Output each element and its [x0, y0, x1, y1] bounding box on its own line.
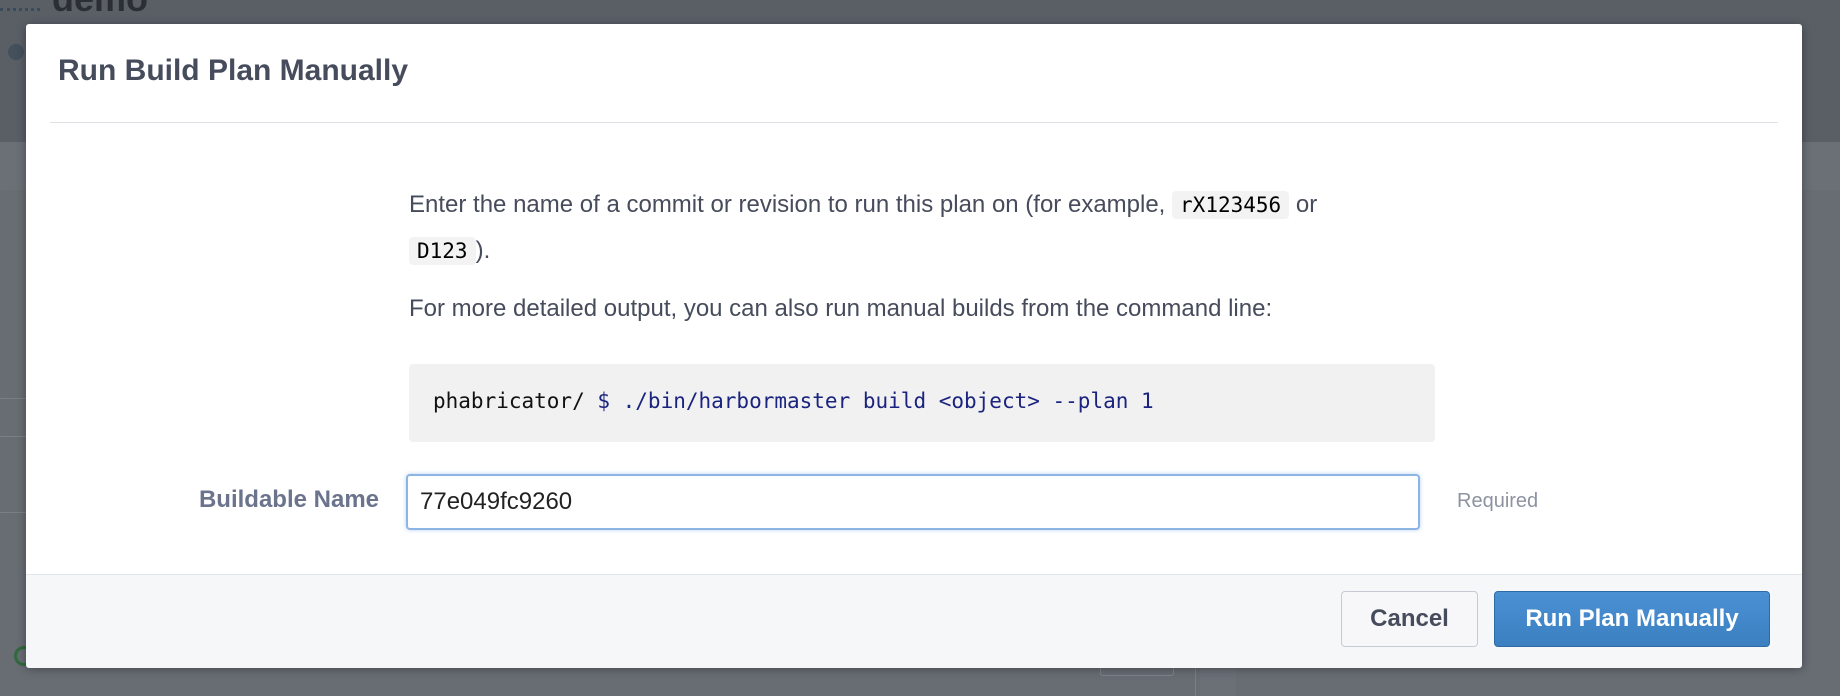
paw-icon	[8, 44, 24, 60]
instruction-or: or	[1289, 191, 1318, 218]
run-plan-manually-button[interactable]: Run Plan Manually	[1494, 591, 1770, 647]
run-build-plan-dialog: Run Build Plan Manually Enter the name o…	[26, 24, 1802, 668]
divider	[1195, 640, 1196, 696]
command-path: phabricator/	[433, 389, 585, 413]
instruction-text: Enter the name of a commit or revision t…	[409, 182, 1449, 274]
command-line: phabricator/ $ ./bin/harbormaster build …	[433, 389, 1154, 413]
instructions: Enter the name of a commit or revision t…	[409, 182, 1449, 332]
dialog-footer: Cancel Run Plan Manually	[26, 574, 1802, 668]
logo-icon	[0, 0, 40, 11]
example-revision: D123	[409, 237, 476, 265]
command-intro: For more detailed output, you can also r…	[409, 295, 1273, 322]
background-page-title: demo	[52, 0, 148, 20]
cancel-button[interactable]: Cancel	[1341, 591, 1478, 647]
dialog-header: Run Build Plan Manually	[50, 24, 1778, 123]
command-text: $ ./bin/harbormaster build <object> --pl…	[584, 389, 1154, 413]
required-indicator: Required	[1457, 490, 1539, 512]
buildable-name-label: Buildable Name	[198, 486, 379, 513]
instruction-before: Enter the name of a commit or revision t…	[409, 191, 1173, 218]
command-block: phabricator/ $ ./bin/harbormaster build …	[409, 364, 1435, 442]
buildable-name-input[interactable]	[406, 474, 1420, 530]
instruction-after: ).	[475, 237, 491, 264]
example-commit: rX123456	[1172, 191, 1290, 219]
dialog-title: Run Build Plan Manually	[58, 54, 409, 87]
